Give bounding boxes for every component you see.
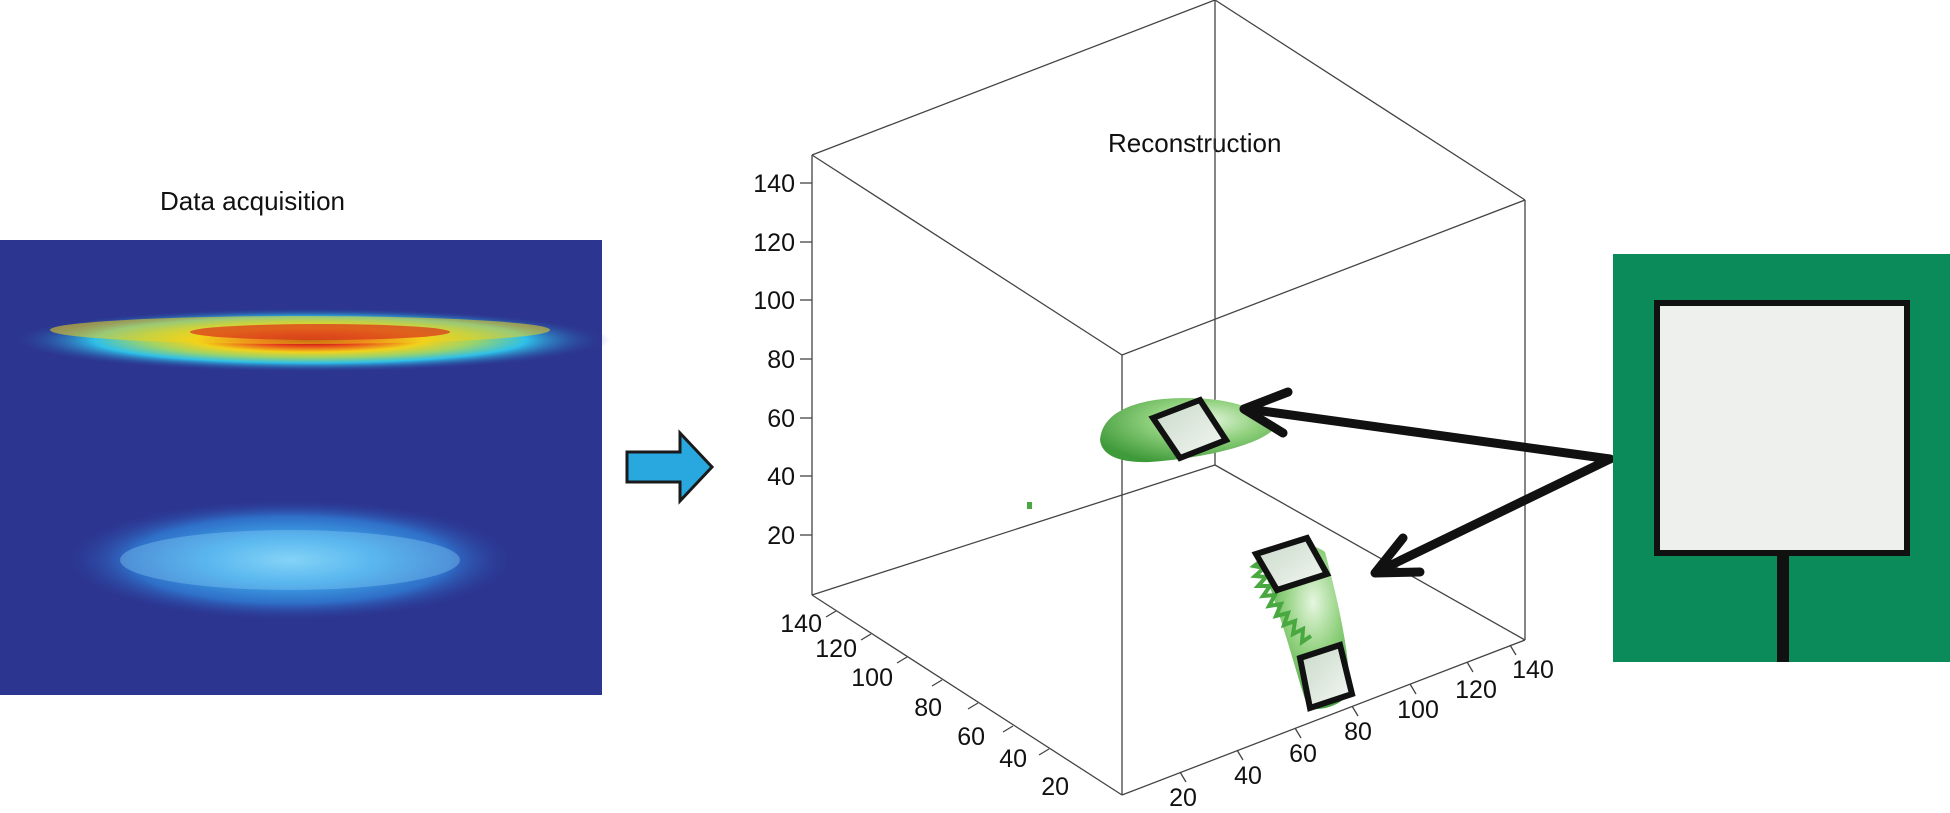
arrow-icon <box>1250 405 1615 464</box>
lower-signal-band <box>60 498 520 622</box>
rdtick-label: 40 <box>1234 762 1262 790</box>
rdtick-label: 140 <box>1512 656 1554 684</box>
vtick-label: 140 <box>753 170 795 198</box>
rdtick-label: 80 <box>1344 718 1372 746</box>
left-depth-axis-labels: 140 120 100 80 60 40 20 <box>780 610 1069 801</box>
ldtick-label: 100 <box>851 664 893 692</box>
plate-marker <box>1296 641 1356 712</box>
arrow-head <box>1239 387 1293 438</box>
plate-marker <box>1148 396 1231 462</box>
reconstruction-box <box>811 0 1526 796</box>
vtick-label: 120 <box>753 229 795 257</box>
right-depth-axis-ticks <box>1179 644 1517 783</box>
right-depth-axis-labels: 20 40 60 80 100 120 140 <box>1169 656 1554 812</box>
reconstructed-surfaces <box>1027 396 1356 712</box>
vtick-label: 20 <box>767 522 795 550</box>
heatmap-image <box>0 240 610 695</box>
reconstruction-title: Reconstruction <box>1108 128 1282 158</box>
rdtick-label: 20 <box>1169 784 1197 812</box>
vtick-label: 60 <box>767 405 795 433</box>
vertical-axis-ticks <box>800 182 812 536</box>
rdtick-label: 60 <box>1289 740 1317 768</box>
vtick-label: 80 <box>767 346 795 374</box>
arrow-icon <box>1380 454 1615 573</box>
lower-surface-edge <box>1249 558 1313 646</box>
right-arrow-icon <box>625 429 715 505</box>
lower-signal-core <box>120 530 460 590</box>
ldtick-label: 40 <box>999 745 1027 773</box>
ldtick-label: 20 <box>1041 773 1069 801</box>
plate-marker <box>1251 534 1332 594</box>
vtick-label: 40 <box>767 463 795 491</box>
target-photo <box>1613 254 1950 662</box>
surface-speck <box>1027 502 1032 509</box>
rdtick-label: 100 <box>1397 696 1439 724</box>
ldtick-label: 120 <box>815 635 857 663</box>
ldtick-label: 80 <box>914 694 942 722</box>
pointer-arrows <box>1239 387 1615 578</box>
white-plate <box>1660 306 1904 550</box>
vertical-axis-labels: 140 120 100 80 60 40 20 <box>753 170 795 550</box>
arrow-head <box>1370 533 1425 578</box>
rdtick-label: 120 <box>1455 676 1497 704</box>
plate-stem <box>1777 556 1789 662</box>
acquisition-title: Data acquisition <box>160 186 345 216</box>
vtick-label: 100 <box>753 287 795 315</box>
left-depth-axis-ticks <box>825 610 1050 756</box>
upper-signal-peak <box>190 324 450 340</box>
ldtick-label: 140 <box>780 610 822 638</box>
ldtick-label: 60 <box>957 723 985 751</box>
